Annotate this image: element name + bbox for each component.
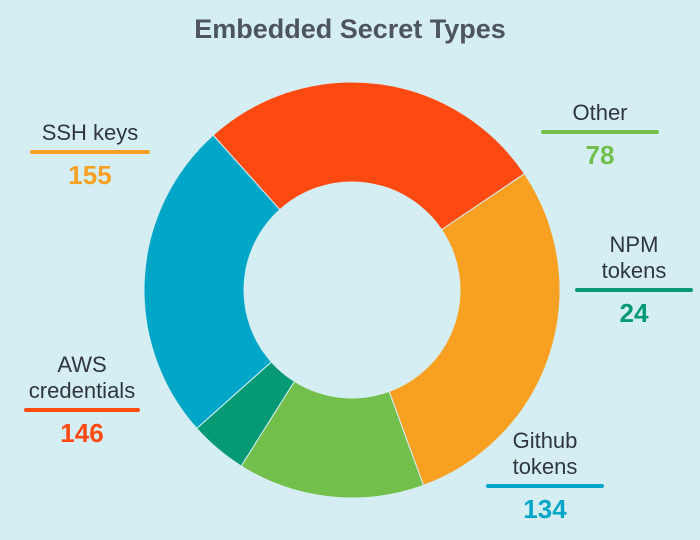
label-value-aws-credentials: 146 xyxy=(60,418,104,448)
label-rule-aws-credentials xyxy=(24,408,140,412)
label-rule-other xyxy=(541,130,659,134)
label-other: Other 78 xyxy=(541,100,659,170)
donut-slice-aws-credentials xyxy=(212,81,526,231)
label-value-github-tokens: 134 xyxy=(523,494,567,524)
label-value-npm-tokens: 24 xyxy=(619,298,649,328)
donut-slice-ssh-keys xyxy=(388,172,561,486)
donut-slice-github-tokens xyxy=(143,134,281,430)
label-ssh-keys: SSH keys 155 xyxy=(30,120,150,190)
label-name-other: Other xyxy=(572,100,628,125)
label-name-ssh-keys: SSH keys xyxy=(41,120,139,145)
label-value-ssh-keys: 155 xyxy=(68,160,112,190)
label-rule-github-tokens xyxy=(486,484,604,488)
label-rule-npm-tokens xyxy=(575,288,693,292)
label-rule-ssh-keys xyxy=(30,150,150,154)
chart-title: Embedded Secret Types xyxy=(194,14,506,44)
label-value-other: 78 xyxy=(585,140,615,170)
